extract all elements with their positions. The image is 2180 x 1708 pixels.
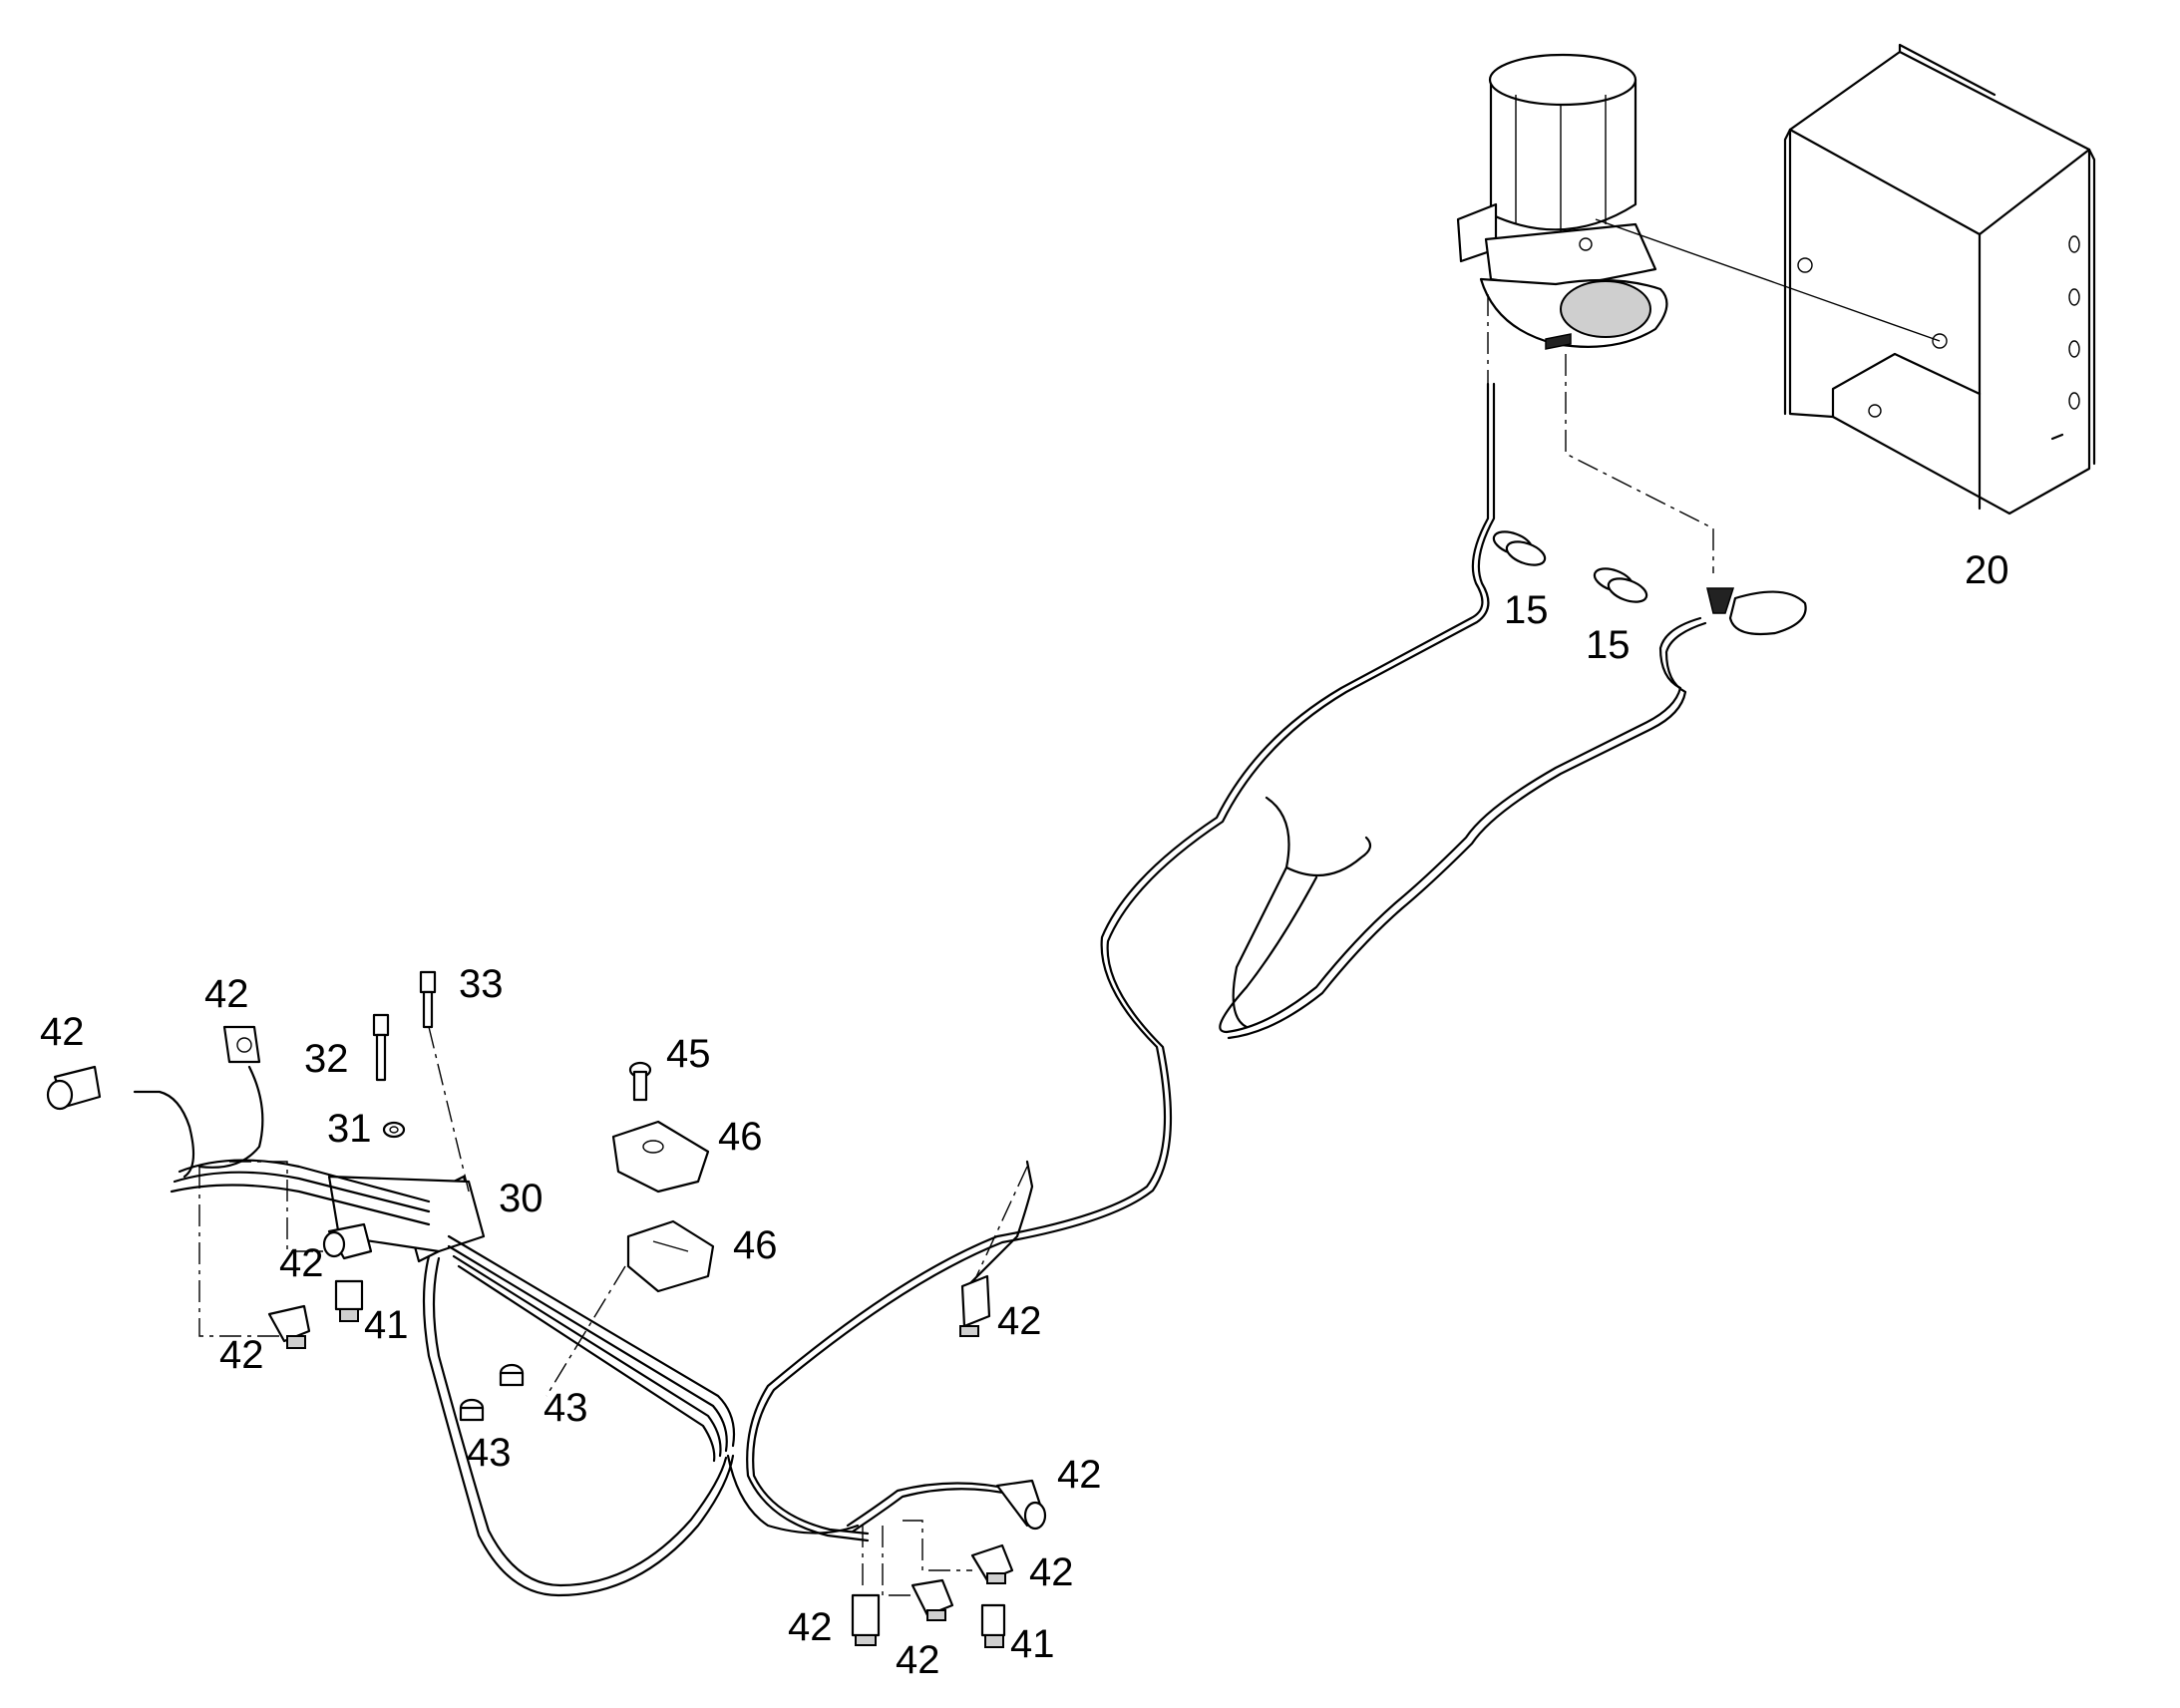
grommet-15a xyxy=(1492,530,1547,566)
elbow-fitting-42-lower-right-2 xyxy=(970,1543,1014,1584)
straight-fitting-41-left xyxy=(334,1279,364,1322)
elbow-fitting-42-lower-mid xyxy=(910,1578,954,1621)
callout-42-top: 42 xyxy=(204,972,249,1016)
right-lower-harness xyxy=(846,1482,1019,1596)
callout-42-left-mid: 42 xyxy=(279,1241,324,1285)
lubrication-pump xyxy=(1456,53,1668,350)
hinge-holes xyxy=(2050,235,2080,441)
elbow-fitting-42-lower-right xyxy=(995,1479,1047,1531)
elbow-fitting-42-left-mid xyxy=(322,1222,373,1260)
callout-42-right-mid: 42 xyxy=(997,1299,1042,1343)
harness-tubes xyxy=(170,1159,860,1597)
screw-33 xyxy=(419,970,437,1029)
clamp-half-46-lower xyxy=(626,1219,715,1293)
straight-fitting-41-lower xyxy=(980,1603,1006,1648)
elbow-fitting-42-left-low xyxy=(267,1304,311,1349)
nut-43a xyxy=(459,1398,485,1422)
elbow-fitting-42-right-mid xyxy=(959,1274,991,1337)
dash-to-fitting xyxy=(966,1166,1028,1297)
callout-46-lower: 46 xyxy=(733,1223,778,1267)
washer-31 xyxy=(382,1121,406,1139)
grommet-15b xyxy=(1593,567,1648,603)
callout-15-left: 15 xyxy=(1504,588,1549,632)
callout-42-top-left: 42 xyxy=(40,1010,85,1054)
callout-15-right: 15 xyxy=(1586,623,1631,667)
callout-41-lower: 41 xyxy=(1010,1622,1055,1666)
callout-41-left: 41 xyxy=(364,1303,409,1347)
callout-labels: 20 15 15 42 42 33 32 31 45 46 30 46 42 4… xyxy=(40,548,2009,1682)
screw-33-centerline xyxy=(428,1026,470,1193)
control-box-housing xyxy=(1783,43,2096,515)
straight-fitting-42-lower xyxy=(851,1593,881,1646)
wire-to-fitting xyxy=(965,1160,1034,1288)
bolt-45 xyxy=(628,1061,652,1102)
pump-centerline-right xyxy=(1565,354,1714,573)
swivel-fitting-42-top xyxy=(222,1025,261,1064)
callout-42-lower-left: 42 xyxy=(788,1605,833,1649)
feed-tubes xyxy=(746,382,1707,1542)
callout-20: 20 xyxy=(1965,548,2009,592)
clamp-half-46-upper xyxy=(611,1120,710,1194)
callout-43-right: 43 xyxy=(544,1386,588,1430)
screw-32 xyxy=(372,1013,390,1082)
callout-33: 33 xyxy=(459,962,504,1006)
callout-42-lower-right-2: 42 xyxy=(1029,1550,1074,1594)
mount-leader-line xyxy=(1595,218,1941,342)
clamp-centerline xyxy=(545,1265,626,1397)
callout-32: 32 xyxy=(304,1037,349,1081)
callout-43-left: 43 xyxy=(467,1431,512,1475)
left-harness xyxy=(133,1065,329,1337)
callout-42-lower-mid: 42 xyxy=(896,1638,940,1682)
callout-42-left-low: 42 xyxy=(219,1333,264,1377)
callout-45: 45 xyxy=(666,1032,711,1076)
callout-30: 30 xyxy=(499,1177,544,1220)
callout-42-lower-right: 42 xyxy=(1057,1453,1102,1497)
callout-46-upper: 46 xyxy=(718,1115,763,1159)
nut-43b xyxy=(499,1363,525,1387)
elbow-fitting-42-top-left xyxy=(46,1065,102,1111)
callout-31: 31 xyxy=(327,1107,372,1151)
cable-connector xyxy=(1706,587,1807,636)
